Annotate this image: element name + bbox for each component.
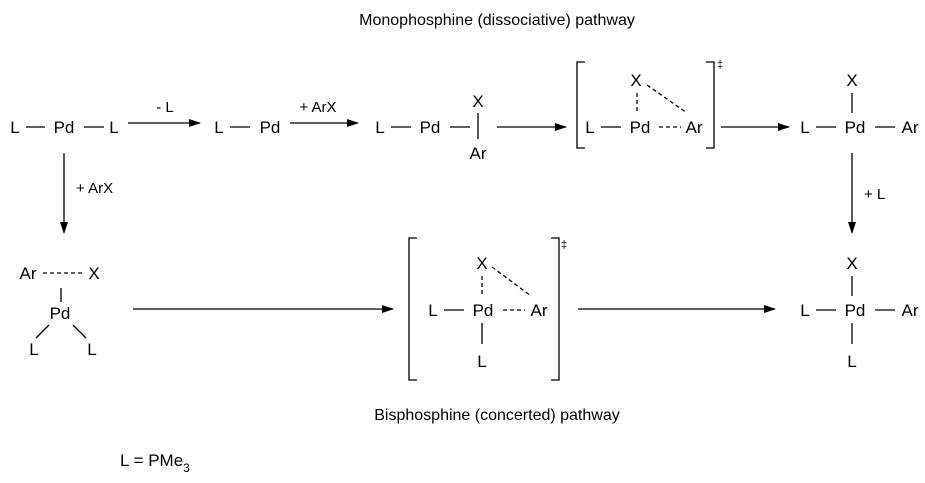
- atom-pd: Pd: [473, 301, 494, 320]
- pd-bis-ligand-complex: L Pd L: [10, 118, 118, 137]
- atom-l: L: [800, 301, 809, 320]
- atom-x: X: [846, 71, 857, 90]
- atom-l: L: [847, 352, 856, 371]
- atom-l: L: [585, 118, 594, 137]
- atom-pd: Pd: [420, 118, 441, 137]
- transition-state-mark: ‡: [717, 59, 723, 71]
- bis-addition-label: + ArX: [76, 180, 113, 197]
- atom-ar: Ar: [531, 301, 548, 320]
- pd-arene-complex: L Pd X Ar: [375, 92, 487, 163]
- atom-ar: Ar: [686, 118, 703, 137]
- atom-x: X: [846, 254, 857, 273]
- atom-l: L: [29, 340, 38, 359]
- atom-ar: Ar: [470, 144, 487, 163]
- atom-pd: Pd: [630, 118, 651, 137]
- atom-l: L: [477, 352, 486, 371]
- dissociation-label: - L: [156, 99, 174, 116]
- oxidative-addition-label: + ArX: [299, 99, 336, 116]
- atom-x: X: [88, 264, 99, 283]
- atom-l: L: [109, 118, 118, 137]
- ligand-legend: L = PMe3: [120, 451, 190, 475]
- left-bracket: [408, 237, 417, 381]
- atom-pd: Pd: [54, 118, 75, 137]
- pd-square-planar-product: L Pd Ar X L: [800, 254, 919, 371]
- atom-x: X: [630, 71, 641, 90]
- partial-bond: [491, 266, 532, 297]
- monophosphine-pathway-title: Monophosphine (dissociative) pathway: [359, 12, 635, 29]
- atom-l: L: [375, 118, 384, 137]
- left-bracket: [576, 61, 585, 149]
- atom-ar: Ar: [20, 264, 37, 283]
- pd-oxidative-addition-product: L Pd Ar X: [800, 71, 919, 137]
- pd-bis-ligand-arene-complex: Ar X Pd L L: [20, 264, 100, 359]
- atom-l: L: [87, 340, 96, 359]
- atom-pd: Pd: [845, 118, 866, 137]
- atom-pd: Pd: [50, 304, 71, 323]
- atom-pd: Pd: [845, 301, 866, 320]
- partial-bond: [646, 84, 688, 114]
- atom-l: L: [214, 118, 223, 137]
- ligand-legend-text: L = PMe: [120, 451, 183, 470]
- pd-mono-ligand-complex: L Pd: [214, 118, 280, 137]
- atom-ar: Ar: [902, 118, 919, 137]
- atom-l: L: [10, 118, 19, 137]
- bisphosphine-transition-state: ‡ L Pd Ar X L: [408, 237, 567, 381]
- right-bracket: [706, 61, 715, 149]
- ligand-addition-label: + L: [864, 186, 885, 203]
- atom-l: L: [800, 118, 809, 137]
- atom-ar: Ar: [902, 301, 919, 320]
- right-bracket: [551, 237, 560, 381]
- ligand-legend-subscript: 3: [183, 461, 190, 475]
- transition-state-mark: ‡: [561, 239, 567, 251]
- bisphosphine-pathway-title: Bisphosphine (concerted) pathway: [374, 407, 619, 424]
- atom-x: X: [472, 92, 483, 111]
- monophosphine-transition-state: ‡ L Pd Ar X: [576, 59, 723, 149]
- bond: [35, 324, 50, 339]
- atom-x: X: [476, 254, 487, 273]
- atom-l: L: [428, 301, 437, 320]
- bond: [72, 324, 87, 339]
- atom-pd: Pd: [260, 118, 281, 137]
